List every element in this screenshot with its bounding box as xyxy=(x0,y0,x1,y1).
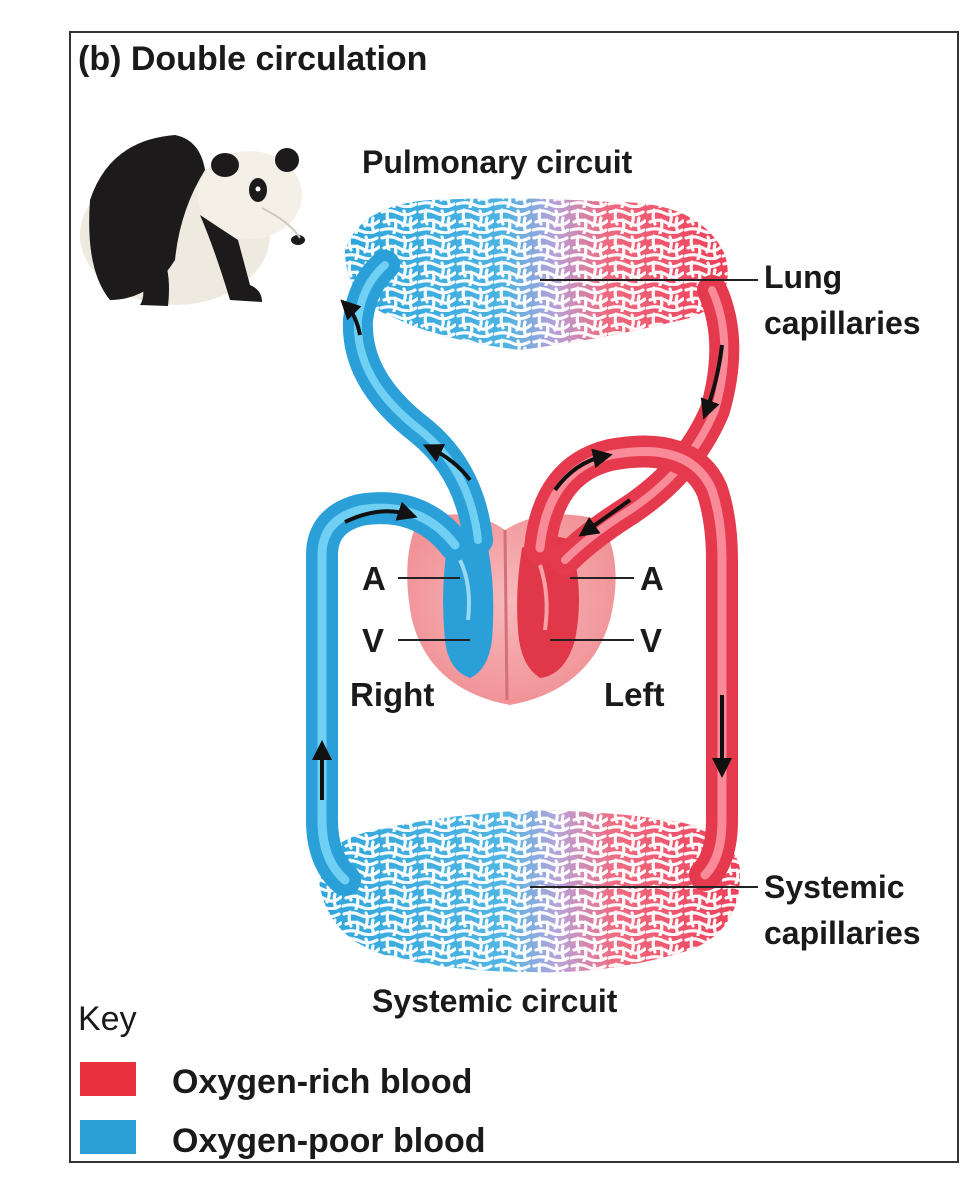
flow-arrows xyxy=(312,299,732,800)
legend-swatch-oxygen-rich xyxy=(80,1062,136,1096)
legend-swatch-oxygen-poor xyxy=(80,1120,136,1154)
oxygen-poor-vessels xyxy=(306,250,493,896)
figure-title: (b) Double circulation xyxy=(78,40,427,78)
arrow-into-left-atrium xyxy=(578,498,632,537)
arrow-vena-cava-top xyxy=(344,501,418,524)
lung-capillaries-label-line1: Lung xyxy=(764,259,842,295)
legend: Key Oxygen-rich blood Oxygen-poor blood xyxy=(78,1000,486,1160)
arrow-aorta-arch xyxy=(553,448,613,492)
systemic-circuit-label: Systemic circuit xyxy=(372,983,618,1019)
panda-icon xyxy=(80,135,305,306)
pulmonary-circuit-label: Pulmonary circuit xyxy=(362,144,633,180)
figure-frame xyxy=(69,31,959,1163)
systemic-capillaries-label-line2: capillaries xyxy=(764,915,921,951)
lung-capillaries xyxy=(345,198,728,350)
systemic-capillaries-label-line1: Systemic xyxy=(764,869,905,905)
legend-label-oxygen-poor: Oxygen-poor blood xyxy=(172,1122,486,1160)
left-side-label: Left xyxy=(604,676,665,713)
arrow-pulmonary-artery xyxy=(422,444,472,482)
left-ventricle-label: V xyxy=(640,622,662,659)
right-atrium-label: A xyxy=(362,560,386,597)
right-side-label: Right xyxy=(350,676,434,713)
right-ventricle-label: V xyxy=(362,622,384,659)
legend-heading: Key xyxy=(78,1000,137,1038)
systemic-capillaries xyxy=(318,810,741,973)
arrow-pulmonary-vein xyxy=(700,344,724,420)
legend-label-oxygen-rich: Oxygen-rich blood xyxy=(172,1063,472,1101)
arrow-pulmonary-up xyxy=(340,299,362,336)
lung-capillaries-label-line2: capillaries xyxy=(764,305,921,341)
left-atrium-label: A xyxy=(640,560,664,597)
